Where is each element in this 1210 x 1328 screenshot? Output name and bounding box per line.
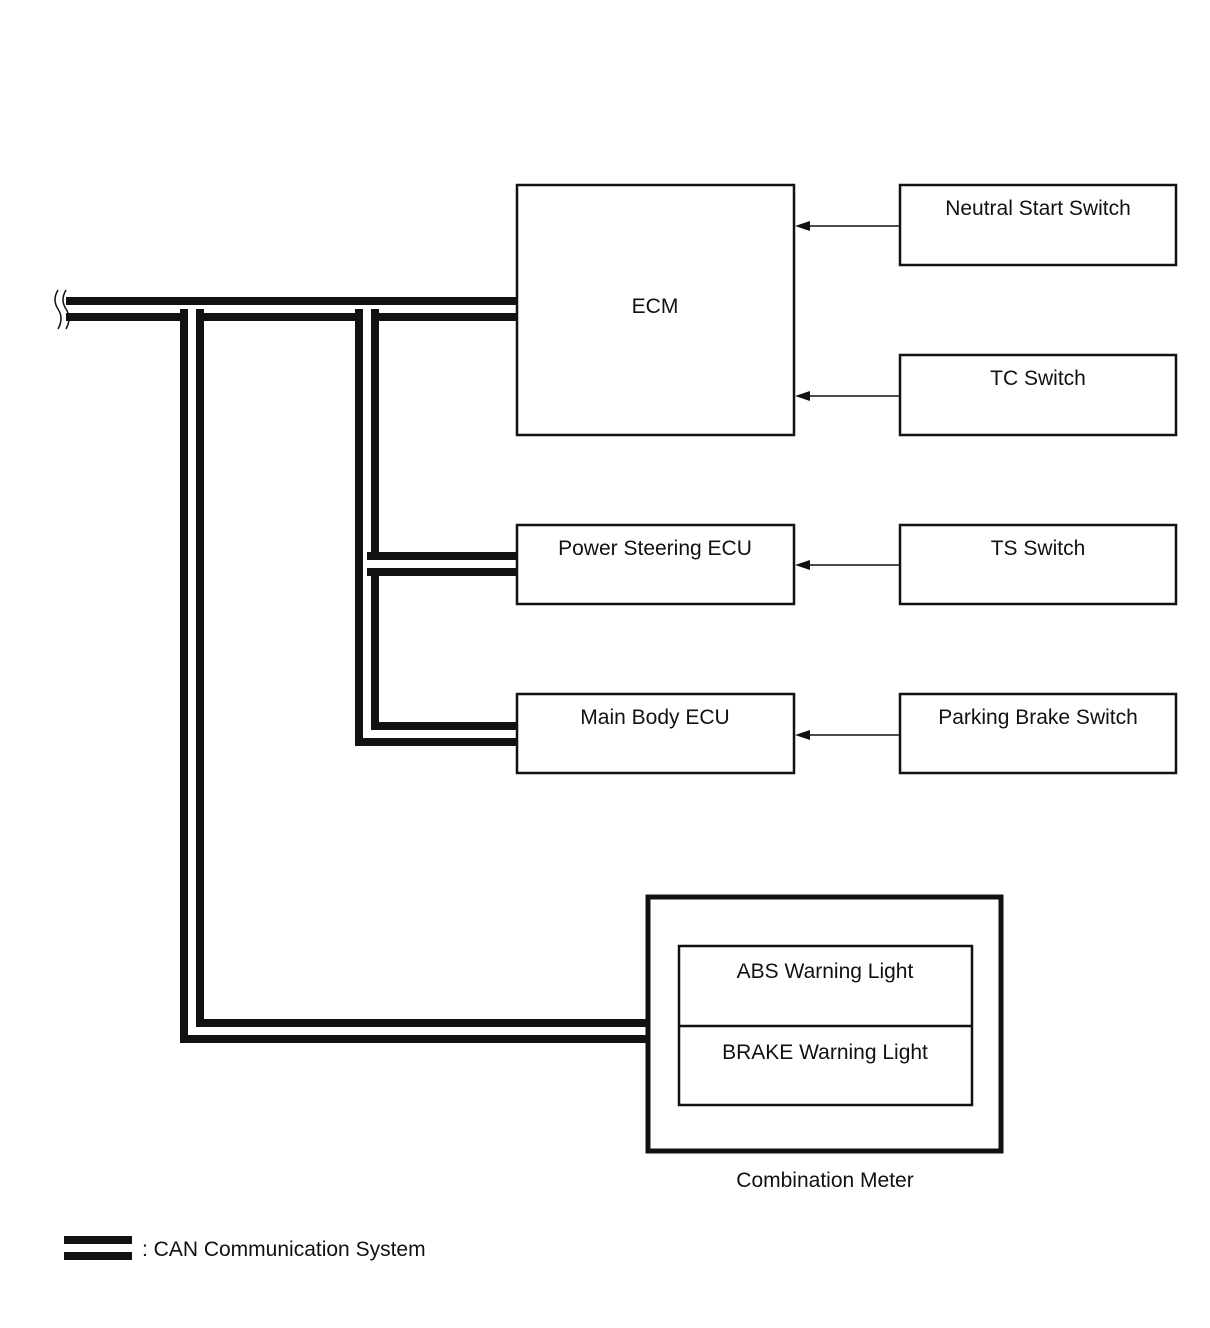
- ts-switch-block: TS Switch: [898, 523, 1178, 606]
- can-branch-main-body-ecu: [355, 309, 517, 746]
- legend: : CAN Communication System: [64, 1236, 426, 1261]
- power-steering-ecu-label: Power Steering ECU: [558, 537, 752, 560]
- tc-switch-block: TC Switch: [898, 353, 1178, 437]
- brake-warning-light-label: BRAKE Warning Light: [722, 1041, 928, 1064]
- can-bus: [54, 289, 648, 1043]
- signal-neutral-start-to-ecm: [795, 221, 900, 231]
- neutral-start-switch-block: Neutral Start Switch: [898, 183, 1178, 267]
- arrow-left-icon: [795, 730, 810, 740]
- combination-meter-block: ABS Warning Light BRAKE Warning Light Co…: [645, 894, 1004, 1192]
- signal-parking-brake-to-main-body-ecu: [795, 730, 900, 740]
- signal-tc-switch-to-ecm: [795, 391, 900, 401]
- bus-break-mark: [54, 289, 70, 330]
- tc-switch-label: TC Switch: [990, 367, 1086, 390]
- parking-brake-switch-label: Parking Brake Switch: [938, 706, 1138, 729]
- legend-label: : CAN Communication System: [142, 1238, 426, 1261]
- signal-ts-switch-to-power-steering-ecu: [795, 560, 900, 570]
- ts-switch-label: TS Switch: [991, 537, 1086, 560]
- neutral-start-switch-label: Neutral Start Switch: [945, 197, 1131, 220]
- main-body-ecu-block: Main Body ECU: [515, 692, 796, 775]
- arrow-left-icon: [795, 221, 810, 231]
- combination-meter-label: Combination Meter: [736, 1169, 913, 1192]
- arrow-left-icon: [795, 560, 810, 570]
- power-steering-ecu-block: Power Steering ECU: [515, 523, 796, 606]
- main-body-ecu-label: Main Body ECU: [580, 706, 729, 729]
- arrow-left-icon: [795, 391, 810, 401]
- parking-brake-switch-block: Parking Brake Switch: [898, 692, 1178, 775]
- abs-warning-light-label: ABS Warning Light: [737, 960, 914, 983]
- ecm-block: ECM: [515, 183, 796, 437]
- can-branch-combination-meter: [180, 309, 648, 1043]
- ecm-label: ECM: [632, 295, 679, 318]
